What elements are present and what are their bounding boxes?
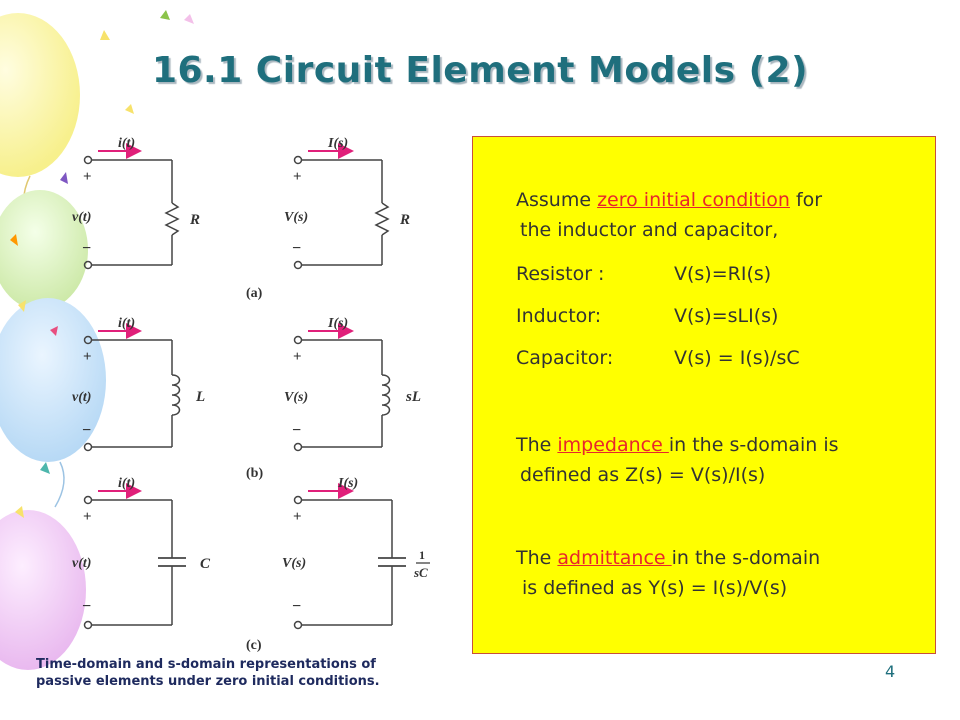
label-plus: +: [293, 349, 302, 365]
label-minus: −: [292, 240, 301, 257]
assume-text: Assume: [516, 189, 598, 211]
caption-b: (b): [246, 466, 263, 481]
label-plus: +: [293, 169, 302, 185]
label-minus: −: [292, 422, 301, 439]
label-C: C: [200, 556, 211, 572]
inductor-equation: Inductor: V(s)=sLI(s): [516, 305, 778, 327]
inductor-time-domain: [83, 323, 181, 452]
capacitor-formula: V(s) = I(s)/sC: [674, 347, 800, 369]
label-voltage-time: v(t): [72, 556, 91, 571]
impedance-line: The impedance in the s-domain is: [516, 434, 839, 456]
circuit-diagrams: i(t) + v(t) − R I(s) + V(s) − R (a) i(t)…: [72, 136, 430, 653]
label-minus: −: [82, 598, 91, 615]
label-current-time: i(t): [118, 476, 135, 491]
zero-initial-condition-link[interactable]: zero initial condition: [597, 189, 790, 211]
assume-line: Assume zero initial condition for: [516, 189, 822, 211]
capacitor-s-domain: [293, 483, 430, 630]
slide-title: 16.1 Circuit Element Models (2): [151, 50, 809, 91]
capacitor-label: Capacitor:: [516, 347, 614, 369]
resistor-formula: V(s)=RI(s): [674, 263, 772, 285]
label-R-s: R: [399, 212, 410, 228]
label-current-s: I(s): [327, 316, 348, 331]
label-voltage-s: V(s): [282, 556, 306, 571]
impedance-text-end: in the s-domain is: [668, 434, 839, 456]
admittance-link[interactable]: admittance: [557, 547, 672, 569]
label-plus: +: [83, 349, 92, 365]
figure-caption: Time-domain and s-domain representations…: [36, 656, 380, 690]
capacitor-time-domain: [83, 483, 186, 630]
label-voltage-s: V(s): [284, 210, 308, 225]
label-current-s: I(s): [337, 476, 358, 491]
label-plus: +: [293, 509, 302, 525]
label-sL: sL: [405, 389, 421, 405]
balloon-pink: [0, 510, 86, 670]
assume-line-2: the inductor and capacitor,: [520, 219, 779, 241]
label-current-s: I(s): [327, 136, 348, 151]
label-sC: sC: [413, 565, 428, 580]
page-number: 4: [885, 662, 896, 681]
caption-c: (c): [246, 638, 262, 653]
impedance-text: The: [516, 434, 558, 456]
caption-line-1: Time-domain and s-domain representations…: [36, 657, 376, 672]
label-voltage-time: v(t): [72, 210, 91, 225]
admittance-text: The: [516, 547, 558, 569]
definitions-box: Assume zero initial condition for the in…: [472, 136, 936, 654]
inductor-s-domain: [293, 323, 391, 452]
impedance-line-2: defined as Z(s) = V(s)/I(s): [520, 464, 766, 486]
label-R: R: [189, 212, 200, 228]
balloon-green: [0, 190, 88, 310]
label-plus: +: [83, 509, 92, 525]
label-voltage-s: V(s): [284, 390, 308, 405]
inductor-label: Inductor:: [516, 305, 602, 327]
balloon-blue: [0, 298, 106, 508]
label-L: L: [195, 389, 205, 405]
resistor-equation: Resistor : V(s)=RI(s): [516, 263, 771, 285]
resistor-time-domain: [83, 143, 180, 270]
resistor-label: Resistor :: [516, 263, 605, 285]
admittance-line: The admittance in the s-domain: [516, 547, 820, 569]
confetti: [10, 10, 194, 518]
impedance-link[interactable]: impedance: [557, 434, 669, 456]
inductor-formula: V(s)=sLI(s): [674, 305, 779, 327]
label-current-time: i(t): [118, 316, 135, 331]
label-minus: −: [292, 598, 301, 615]
capacitor-equation: Capacitor: V(s) = I(s)/sC: [516, 347, 800, 369]
resistor-s-domain: [293, 143, 390, 270]
label-current-time: i(t): [118, 136, 135, 151]
caption-a: (a): [246, 286, 263, 301]
label-minus: −: [82, 240, 91, 257]
assume-text-end: for: [789, 189, 823, 211]
caption-line-2: passive elements under zero initial cond…: [36, 674, 380, 689]
label-minus: −: [82, 422, 91, 439]
admittance-line-2: is defined as Y(s) = I(s)/V(s): [522, 577, 788, 599]
admittance-text-end: in the s-domain: [671, 547, 821, 569]
label-voltage-time: v(t): [72, 390, 91, 405]
label-plus: +: [83, 169, 92, 185]
label-one: 1: [419, 548, 425, 562]
